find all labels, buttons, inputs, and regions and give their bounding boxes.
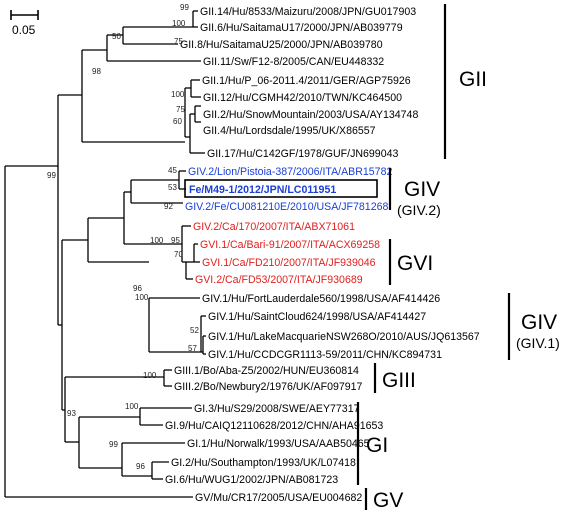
clade-label-gvi: GVI <box>397 252 433 275</box>
bootstrap-value: 75 <box>176 105 185 114</box>
taxon-label: GIV.1/Hu/SaintCloud624/1998/USA/AF414427 <box>208 311 426 323</box>
taxon-label: GI.2/Hu/Southampton/1993/UK/L07418 <box>171 457 356 469</box>
taxon-label: GII.1/Hu/P_06-2011.4/2011/GER/AGP75926 <box>202 75 411 87</box>
bootstrap-value: 99 <box>47 171 56 180</box>
taxon-label: GIV.2/Fe/CU081210E/2010/USA/JF781268 <box>185 201 388 213</box>
taxon-label: GII.17/Hu/C142GF/1978/GUF/JN699043 <box>207 148 398 160</box>
taxon-label: GIII.2/Bo/Newbury2/1976/UK/AF097917 <box>174 381 363 393</box>
bootstrap-value: 99 <box>109 440 118 449</box>
tree-branches <box>4 10 206 498</box>
clade-label-giv1: GIV <box>521 311 557 334</box>
bootstrap-value: 52 <box>190 326 199 335</box>
clade-sublabel-giv1: (GIV.1) <box>516 335 560 351</box>
taxon-label: GIV.1/Hu/FortLauderdale560/1998/USA/AF41… <box>202 293 440 305</box>
bootstrap-values: 9910050987510075604553929570100969910052… <box>47 3 199 471</box>
clade-label-gi: GI <box>366 434 388 457</box>
taxon-label: GII.11/Sw/F12-8/2005/CAN/EU448332 <box>203 56 384 68</box>
bootstrap-value: 45 <box>168 166 177 175</box>
taxon-label: GII.6/Hu/SaitamaU17/2000/JPN/AB039779 <box>200 22 403 34</box>
bootstrap-value: 75 <box>174 37 183 46</box>
bootstrap-value: 98 <box>92 67 101 76</box>
bootstrap-value: 100 <box>171 90 185 99</box>
bootstrap-value: 100 <box>143 371 157 380</box>
taxon-label: GII.2/Hu/SnowMountain/2003/USA/AY134748 <box>203 109 418 121</box>
taxon-label: GII.8/Hu/SaitamaU25/2000/JPN/AB039780 <box>180 39 383 51</box>
taxon-label: GIV.1/Hu/CCDCGR1113-59/2011/CHN/KC894731 <box>208 349 442 361</box>
bootstrap-value: 100 <box>172 19 186 28</box>
clade-sublabel-giv2: (GIV.2) <box>397 202 441 218</box>
taxon-label: GVI.1/Ca/Bari-91/2007/ITA/ACX69258 <box>200 239 380 251</box>
bootstrap-value: 95 <box>171 236 180 245</box>
taxon-label: GVI.2/Ca/FD53/2007/ITA/JF930689 <box>195 274 363 286</box>
bootstrap-value: 96 <box>136 462 145 471</box>
taxon-label: GIV.1/Hu/LakeMacquarieNSW268O/2010/AUS/J… <box>208 331 480 343</box>
bootstrap-value: 96 <box>133 284 142 293</box>
query-sequence-highlight-box <box>184 179 378 198</box>
bootstrap-value: 60 <box>173 117 182 126</box>
clade-label-giii: GIII <box>382 369 416 392</box>
bootstrap-value: 100 <box>135 293 149 302</box>
clade-labels: GII GIV (GIV.2) GVI GIV (GIV.1) GIII GI … <box>366 68 560 512</box>
clade-label-gv: GV <box>373 489 403 512</box>
taxon-label: GI.9/Hu/CAIQ12110628/2012/CHN/AHA91653 <box>165 420 383 432</box>
clade-label-giv2: GIV <box>404 178 440 201</box>
taxon-label: GI.1/Hu/Norwalk/1993/USA/AAB50465 <box>187 438 370 450</box>
taxon-label: GIV.2/Ca/170/2007/ITA/ABX71061 <box>193 221 355 233</box>
taxon-labels: GII.14/Hu/8533/Maizuru/2008/JPN/GU017903… <box>165 6 480 504</box>
bootstrap-value: 70 <box>174 250 183 259</box>
bootstrap-value: 100 <box>150 236 164 245</box>
taxon-label: GIII.1/Bo/Aba-Z5/2002/HUN/EU360814 <box>174 365 359 377</box>
bootstrap-value: 100 <box>125 402 139 411</box>
bootstrap-value: 93 <box>67 409 76 418</box>
taxon-label: GII.12/Hu/CGMH42/2010/TWN/KC464500 <box>203 92 402 104</box>
scale-bar-label: 0.05 <box>12 23 36 37</box>
query-sequence-label: Fe/M49-1/2012/JPN/LC011951 <box>189 184 336 196</box>
clade-label-gii: GII <box>459 68 487 91</box>
taxon-label: GII.4/Hu/Lordsdale/1995/UK/X86557 <box>203 125 376 137</box>
taxon-label: GI.3/Hu/S29/2008/SWE/AEY77317 <box>194 403 360 415</box>
taxon-label: GIV.2/Lion/Pistoia-387/2006/ITA/ABR15782 <box>188 166 392 178</box>
taxon-label: GVI.1/Ca/FD210/2007/ITA/JF939046 <box>202 257 376 269</box>
bootstrap-value: 50 <box>112 32 121 41</box>
taxon-label: GV/Mu/CR17/2005/USA/EU004682 <box>195 492 362 504</box>
taxon-label: GII.14/Hu/8533/Maizuru/2008/JPN/GU017903 <box>200 6 416 18</box>
bootstrap-value: 53 <box>168 183 177 192</box>
taxon-label: GI.6/Hu/WUG1/2002/JPN/AB081723 <box>165 474 338 486</box>
scale-bar <box>10 10 39 20</box>
bootstrap-value: 92 <box>164 202 173 211</box>
bootstrap-value: 57 <box>188 344 197 353</box>
bootstrap-value: 99 <box>180 3 189 12</box>
clade-bars <box>356 4 511 510</box>
